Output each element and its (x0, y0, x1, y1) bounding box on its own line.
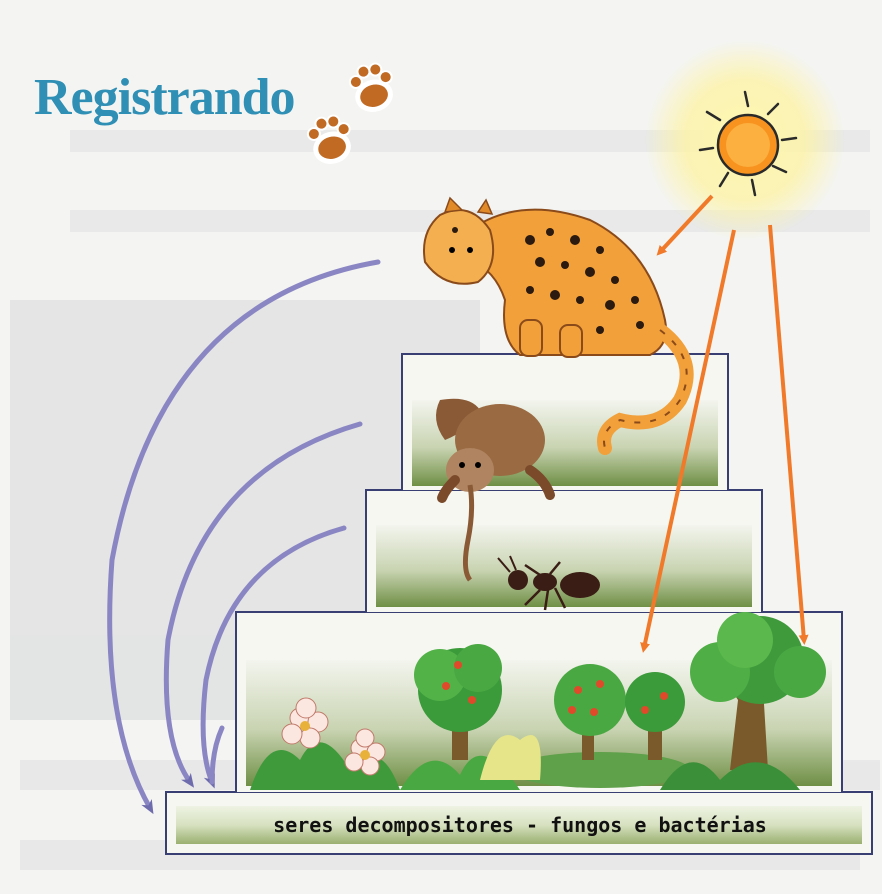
energy-arrow-to-big-tree (770, 225, 804, 640)
primary-consumers-fill (376, 525, 752, 607)
decomposers-label: seres decompositores - fungos e bactéria… (170, 806, 870, 844)
section-heading: Registrando (34, 68, 295, 127)
